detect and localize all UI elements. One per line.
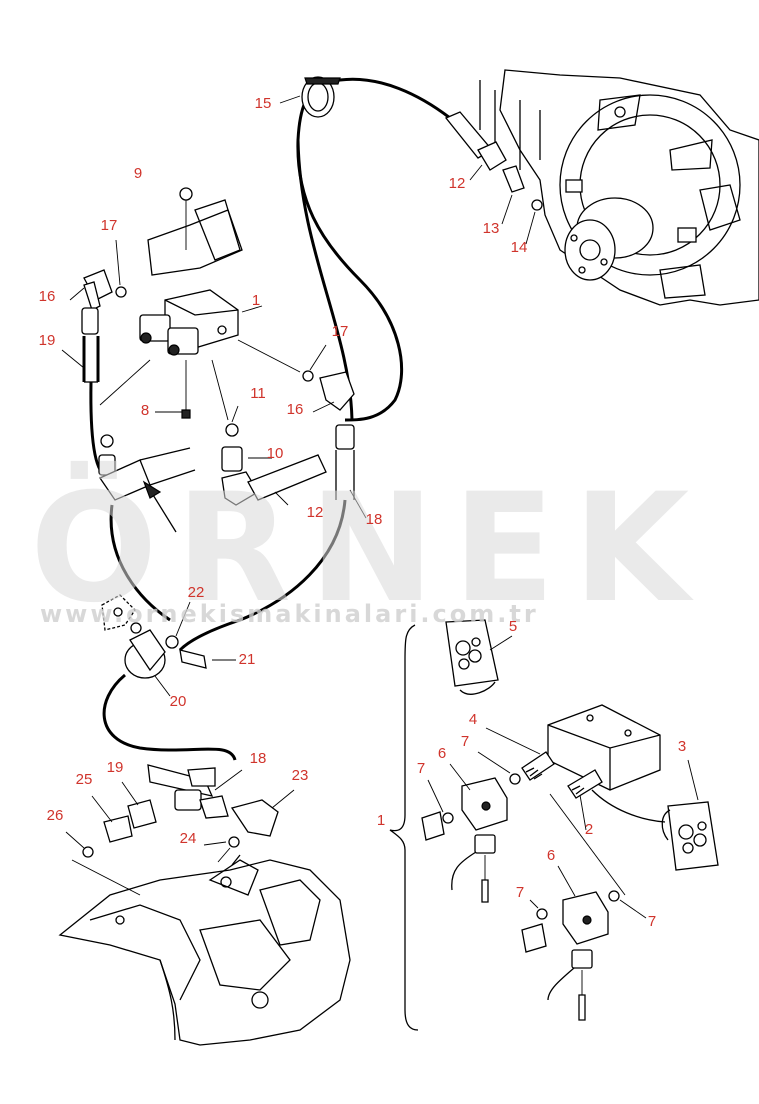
callout-c17a: 17 — [101, 217, 118, 234]
callout-c16b: 16 — [287, 401, 304, 418]
left-fitting-16-17-19 — [61, 239, 127, 477]
callout-c25: 25 — [76, 771, 93, 788]
watermark: ÖRNEK www.ornekismakinalari.com.tr — [30, 460, 707, 636]
callout-c7c: 7 — [516, 884, 524, 901]
callout-c19b: 19 — [107, 759, 124, 776]
callout-c6a: 6 — [438, 745, 446, 762]
lower-hose-loop — [109, 499, 347, 652]
valve-block-upper — [99, 187, 301, 421]
callout-c18b: 18 — [250, 750, 267, 767]
callout-c15: 15 — [255, 95, 272, 112]
transmission-housing-top — [479, 69, 759, 306]
transmission-housing-bottom — [58, 847, 351, 1046]
callout-c24: 24 — [180, 830, 197, 847]
callout-c21: 21 — [239, 651, 256, 668]
callout-c11: 11 — [250, 385, 266, 402]
callout-c5: 5 — [509, 618, 517, 635]
clamp-bracket-20-21-22 — [101, 594, 236, 697]
callout-c13: 13 — [483, 220, 500, 237]
callout-c23: 23 — [292, 767, 309, 784]
callout-c20: 20 — [170, 693, 187, 710]
callout-c7d: 7 — [648, 913, 656, 930]
callout-c7a: 7 — [461, 733, 469, 750]
callout-c10: 10 — [267, 445, 284, 462]
callout-c9: 9 — [134, 165, 142, 182]
callout-c1a: 1 — [252, 292, 260, 309]
callout-c12b: 12 — [307, 504, 324, 521]
callout-c19a: 19 — [39, 332, 56, 349]
center-fittings — [221, 344, 367, 519]
watermark-url: www.ornekismakinalari.com.tr — [40, 600, 539, 628]
callout-c16a: 16 — [39, 288, 56, 305]
inset-exploded-view — [389, 619, 719, 1031]
lower-fittings — [65, 673, 295, 858]
callout-c18a: 18 — [366, 511, 383, 528]
watermark-brand: ÖRNEK — [30, 460, 707, 636]
callout-c17b: 17 — [332, 323, 349, 340]
callout-c3: 3 — [678, 738, 686, 755]
callout-c6b: 6 — [547, 847, 555, 864]
callout-c8: 8 — [141, 402, 149, 419]
callout-c22: 22 — [188, 584, 205, 601]
callout-c4: 4 — [469, 711, 477, 728]
upper-fitting-12-13-14 — [444, 111, 543, 245]
callout-c12a: 12 — [449, 175, 466, 192]
callout-c7b: 7 — [417, 760, 425, 777]
hose-clamp-assembly — [279, 76, 451, 422]
callout-c26: 26 — [47, 807, 64, 824]
left-elbow-arrow — [98, 434, 196, 533]
callout-c14: 14 — [511, 239, 528, 256]
callout-c2: 2 — [585, 821, 593, 838]
callout-c1b: 1 — [377, 812, 385, 829]
